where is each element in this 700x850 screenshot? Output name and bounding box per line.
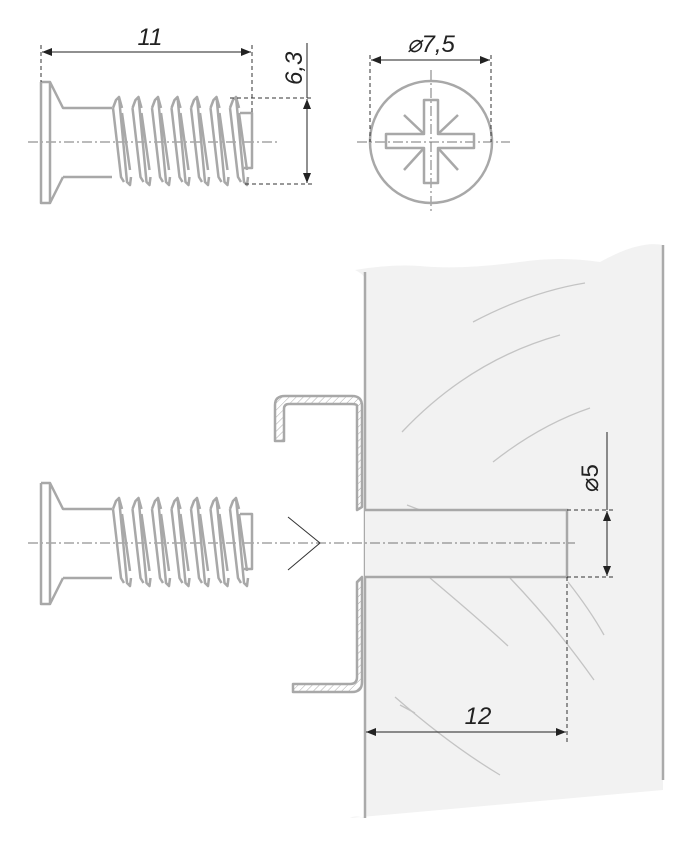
screw-head-view: ⌀7,5 — [357, 31, 510, 212]
thread-tooth — [111, 496, 250, 588]
dimension-thread-diameter: 6,3 — [230, 43, 314, 185]
hole-depth-label: 12 — [465, 703, 492, 730]
dimension-length: 11 — [40, 24, 253, 113]
screw-insert — [39, 481, 254, 606]
screw-side-view — [28, 80, 280, 205]
dimension-hole-diameter: ⌀5 — [567, 432, 615, 578]
insert-direction-arrow — [287, 516, 321, 571]
head-diameter-label: ⌀7,5 — [407, 31, 455, 58]
screw-thread — [111, 95, 250, 187]
hole-diameter-label: ⌀5 — [577, 464, 604, 492]
thread-tooth — [111, 95, 250, 187]
length-label: 11 — [138, 24, 163, 51]
metal-bracket — [273, 394, 364, 694]
thread-diameter-label: 6,3 — [281, 51, 308, 85]
dimension-hole-depth: 12 — [366, 577, 568, 745]
